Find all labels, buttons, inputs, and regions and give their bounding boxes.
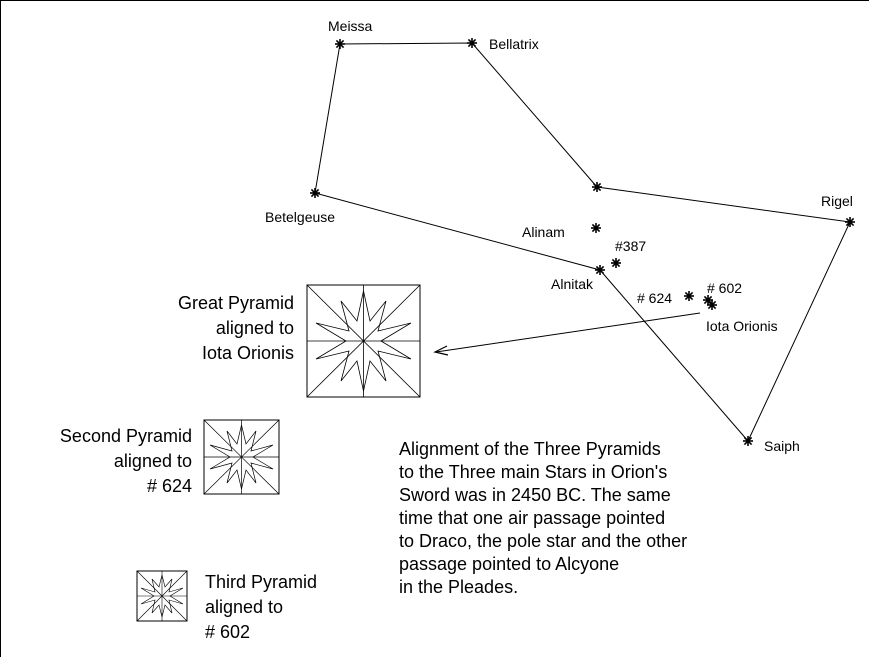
great-pyramid-icon	[306, 284, 421, 398]
betelgeuse-belt-line	[314, 43, 749, 442]
label-alnitak: Alnitak	[551, 276, 594, 292]
star-bellatrix-icon	[466, 37, 478, 49]
star-624-icon	[683, 290, 695, 302]
star-rigel-icon	[844, 216, 856, 228]
great-pyramid-line2: aligned to	[216, 318, 294, 338]
star-shoulder-icon	[591, 181, 603, 193]
note-line-6: passage pointed to Alcyone	[399, 554, 619, 574]
note-line-7: in the Pleades.	[399, 577, 518, 597]
note-line-1: Alignment of the Three Pyramids	[399, 439, 661, 459]
note-line-2: to the Three main Stars in Orion's	[399, 462, 667, 482]
star-iota-icon	[706, 299, 718, 311]
label-rigel: Rigel	[821, 193, 853, 209]
third-pyramid-icon	[136, 570, 188, 622]
star-saiph-icon	[742, 435, 754, 447]
note-line-5: to Draco, the pole star and the other	[399, 531, 687, 551]
great-pyramid-line3: Iota Orionis	[202, 343, 294, 363]
great-pyramid-line1: Great Pyramid	[178, 293, 294, 313]
note-line-3: Sword was in 2450 BC. The same	[399, 485, 671, 505]
star-alnitak-icon	[594, 264, 606, 276]
star-387-icon	[610, 257, 622, 269]
star-alinam-icon	[590, 222, 602, 234]
second-pyramid-line2: aligned to	[114, 451, 192, 471]
second-pyramid-line1: Second Pyramid	[60, 426, 192, 446]
star-meissa-icon	[334, 38, 346, 50]
label-meissa: Meissa	[328, 18, 373, 34]
label-saiph: Saiph	[764, 438, 800, 454]
label-iota-orionis: Iota Orionis	[706, 318, 778, 334]
second-pyramid-line3: # 624	[147, 476, 192, 496]
label-387: #387	[615, 238, 646, 254]
label-624: # 624	[637, 290, 672, 306]
note-line-4: time that one air passage pointed	[399, 508, 665, 528]
third-pyramid-line3: # 602	[205, 622, 250, 642]
alignment-note: Alignment of the Three Pyramids to the T…	[399, 439, 687, 597]
star-betelgeuse-icon	[309, 187, 321, 199]
third-pyramid-line2: aligned to	[205, 597, 283, 617]
label-bellatrix: Bellatrix	[489, 36, 539, 52]
alignment-arrow	[433, 312, 701, 356]
label-alinam: Alinam	[522, 224, 565, 240]
label-betelgeuse: Betelgeuse	[265, 209, 335, 225]
label-602: # 602	[707, 280, 742, 296]
third-pyramid-line1: Third Pyramid	[205, 572, 317, 592]
second-pyramid-icon	[203, 419, 280, 495]
